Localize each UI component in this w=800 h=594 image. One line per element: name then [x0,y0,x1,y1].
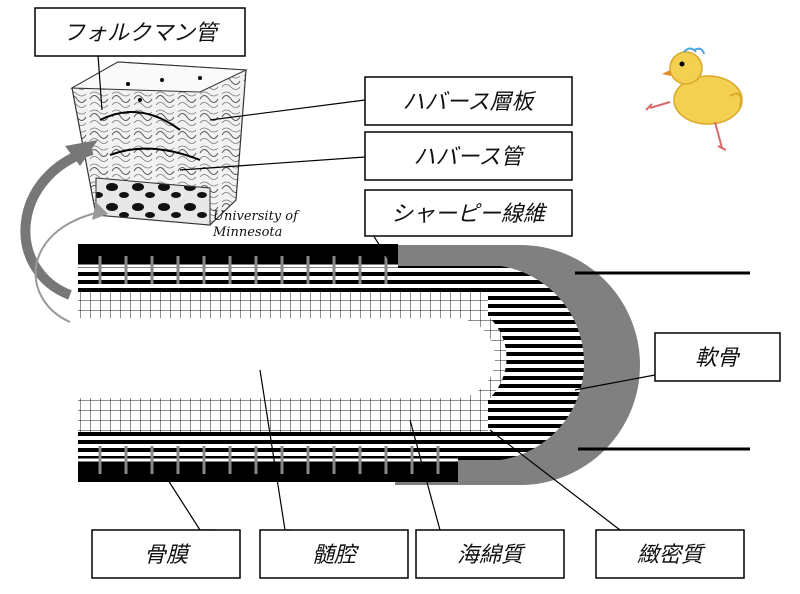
label-haversian-lamella: ハバース層板 [364,76,573,126]
label-haversian-lamella-text: ハバース層板 [403,90,537,115]
curved-arrow-lower [34,211,101,323]
periosteum-top [78,244,398,266]
spongy-bone-bottom [78,398,488,432]
label-sharpey-fibers-text: シャーピー線維 [391,202,548,227]
label-compact-bone: 緻密質 [595,529,745,579]
spongy-bone-top [78,292,488,318]
label-spongy-bone: 海綿質 [415,529,565,579]
long-bone-schematic [78,244,750,485]
curved-arrow-upper [20,145,94,300]
credit-line-2: Minnesota [212,225,282,240]
compact-bone-bottom [78,432,458,460]
sharpey-fiber-ticks-top [98,256,388,284]
label-spongy-bone-text: 海綿質 [457,543,526,568]
label-haversian-canal: ハバース管 [364,131,573,181]
label-periosteum: 骨膜 [91,529,241,579]
credit-line-1: University of [213,209,300,224]
sharpey-fiber-ticks-bottom [98,446,440,474]
marrow-cavity-region [78,318,495,398]
compact-bone-top [78,266,458,292]
label-haversian-canal-text: ハバース管 [414,145,526,170]
label-periosteum-text: 骨膜 [144,543,191,568]
label-cartilage: 軟骨 [654,332,781,382]
label-volkmann-canal-text: フォルクマン管 [63,21,220,46]
chick-doodle-icon [645,47,743,151]
label-compact-bone-text: 緻密質 [637,543,706,568]
label-volkmann-canal: フォルクマン管 [34,7,246,57]
label-sharpey-fibers: シャーピー線維 [364,189,573,237]
label-cartilage-text: 軟骨 [695,346,741,371]
osteon-block-illustration [70,61,248,226]
periosteum-bottom [78,460,458,482]
label-marrow-cavity-text: 髄腔 [312,543,359,568]
label-marrow-cavity: 髄腔 [259,529,409,579]
